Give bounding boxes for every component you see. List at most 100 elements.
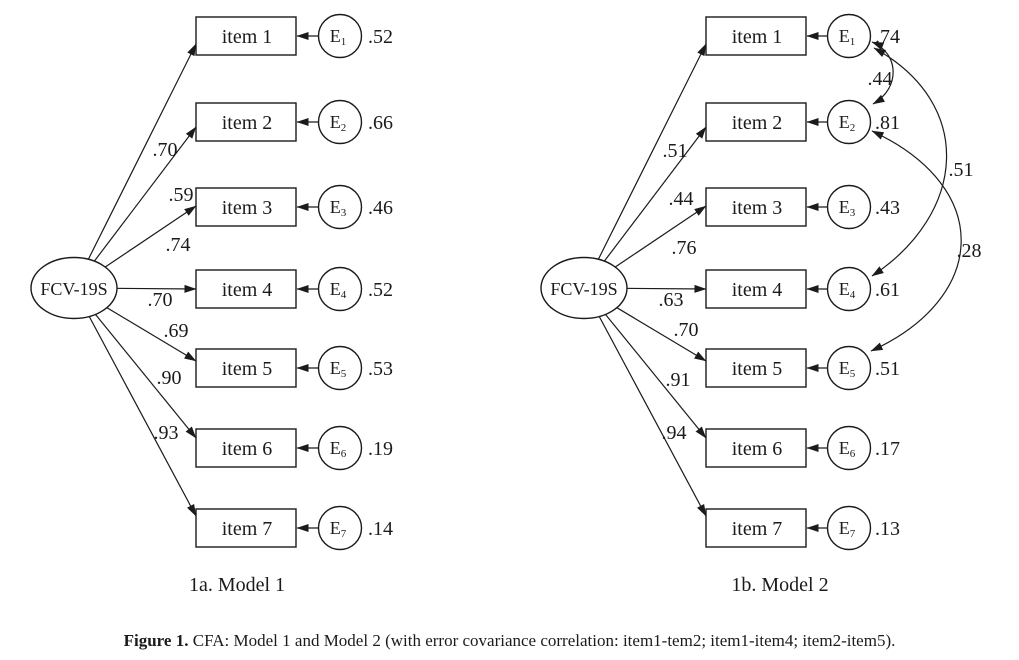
error-label-subscript: 2	[341, 122, 347, 134]
error-label: E5	[839, 358, 856, 380]
error-label-letter: E	[330, 279, 341, 299]
item-box	[705, 269, 807, 309]
covariance-value: .44	[868, 68, 893, 90]
loading-value: .70	[153, 139, 178, 161]
loading-value: .90	[157, 367, 182, 389]
error-label-subscript: 5	[850, 368, 856, 380]
error-label-letter: E	[839, 279, 850, 299]
error-variance-value: .74	[875, 26, 900, 48]
error-circle	[826, 345, 872, 391]
latent-ellipse	[540, 256, 628, 320]
factor-loading-arrow	[583, 287, 707, 517]
error-label-letter: E	[330, 358, 341, 378]
error-label-letter: E	[839, 112, 850, 132]
item-box	[195, 428, 297, 468]
covariance-value: .51	[949, 159, 974, 181]
item-label: item 2	[732, 112, 783, 134]
error-label-subscript: 1	[341, 36, 347, 48]
item-box	[705, 428, 807, 468]
error-variance-value: .43	[875, 197, 900, 219]
covariance-arrow	[871, 47, 948, 277]
error-label-subscript: 2	[850, 122, 856, 134]
error-variance-value: .46	[368, 197, 393, 219]
error-circle	[826, 99, 872, 145]
error-variance-value: .66	[368, 112, 393, 134]
covariance-value: .28	[957, 240, 982, 262]
error-variance-value: .14	[368, 518, 393, 540]
item-label: item 6	[222, 438, 273, 460]
item-box	[705, 16, 807, 56]
factor-loading-arrow	[73, 43, 197, 289]
error-circle	[317, 99, 363, 145]
loading-value: .94	[662, 422, 687, 444]
error-variance-value: .81	[875, 112, 900, 134]
error-label: E4	[839, 279, 856, 301]
loading-value: .59	[169, 184, 194, 206]
error-label: E6	[330, 438, 347, 460]
model-caption: 1a. Model 1	[189, 574, 285, 596]
item-label: item 7	[732, 518, 783, 540]
item-label: item 3	[732, 197, 783, 219]
loading-value: .91	[666, 369, 691, 391]
item-label: item 3	[222, 197, 273, 219]
item-label: item 7	[222, 518, 273, 540]
item-label: item 4	[222, 279, 273, 301]
loading-value: .76	[672, 237, 697, 259]
error-label-subscript: 7	[850, 528, 856, 540]
error-label-letter: E	[330, 112, 341, 132]
error-label-letter: E	[839, 518, 850, 538]
error-circle	[826, 266, 872, 312]
item-label: item 5	[732, 358, 783, 380]
error-label-subscript: 6	[341, 448, 347, 460]
error-label-letter: E	[839, 26, 850, 46]
error-label: E7	[330, 518, 347, 540]
error-label: E5	[330, 358, 347, 380]
item-box	[705, 348, 807, 388]
item-box	[195, 269, 297, 309]
loading-value: .70	[148, 289, 173, 311]
item-label: item 6	[732, 438, 783, 460]
item-box	[195, 102, 297, 142]
error-label: E6	[839, 438, 856, 460]
item-box	[195, 187, 297, 227]
error-label: E4	[330, 279, 347, 301]
figure-caption-text: CFA: Model 1 and Model 2 (with error cov…	[188, 631, 896, 650]
error-label: E3	[330, 197, 347, 219]
factor-loading-arrow	[583, 43, 707, 289]
covariance-arrow	[870, 130, 962, 352]
item-box	[195, 16, 297, 56]
item-box	[705, 508, 807, 548]
loading-value: .74	[166, 234, 191, 256]
figure-caption: Figure 1. CFA: Model 1 and Model 2 (with…	[0, 630, 1019, 651]
error-circle	[317, 266, 363, 312]
error-label-letter: E	[330, 438, 341, 458]
error-circle	[826, 425, 872, 471]
error-circle	[317, 505, 363, 551]
error-label-subscript: 4	[850, 289, 856, 301]
error-label-subscript: 7	[341, 528, 347, 540]
error-label-subscript: 6	[850, 448, 856, 460]
error-label: E2	[330, 112, 347, 134]
error-label: E2	[839, 112, 856, 134]
item-box	[705, 102, 807, 142]
error-label-subscript: 5	[341, 368, 347, 380]
loading-value: .63	[659, 289, 684, 311]
error-label-letter: E	[839, 358, 850, 378]
loading-value: .93	[154, 422, 179, 444]
error-label: E1	[839, 26, 856, 48]
error-circle	[826, 505, 872, 551]
model-caption: 1b. Model 2	[731, 574, 828, 596]
latent-label: FCV-19S	[40, 279, 107, 299]
error-variance-value: .51	[875, 358, 900, 380]
item-label: item 5	[222, 358, 273, 380]
factor-loading-arrow	[73, 287, 197, 517]
error-variance-value: .13	[875, 518, 900, 540]
error-variance-value: .52	[368, 279, 393, 301]
latent-label: FCV-19S	[550, 279, 617, 299]
figure-caption-label: Figure 1.	[123, 631, 189, 650]
error-label-subscript: 3	[850, 207, 856, 219]
loading-value: .69	[164, 320, 189, 342]
item-label: item 4	[732, 279, 783, 301]
